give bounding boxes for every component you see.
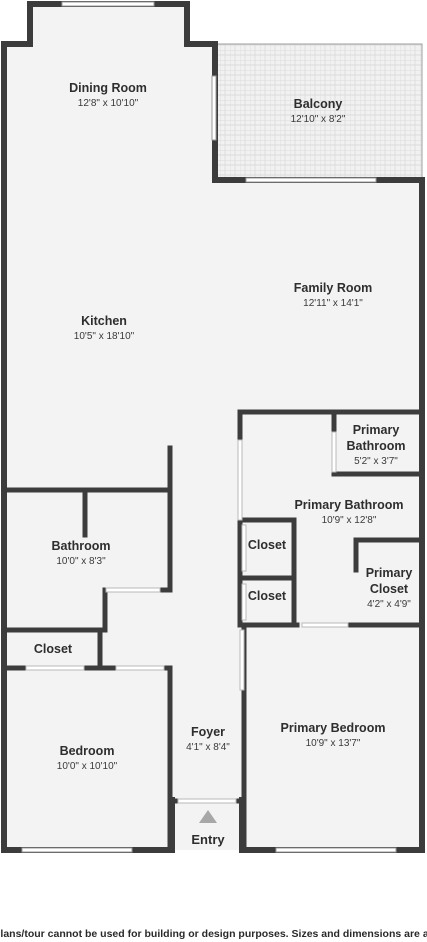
bedroom-dimensions: 10'0" x 10'10" <box>57 761 118 772</box>
foyer-label: Foyer <box>191 725 225 739</box>
entry-label: Entry <box>191 832 225 847</box>
primary-bathroom-dimensions: 10'9" x 12'8" <box>322 515 377 526</box>
kitchen-dimensions: 10'5" x 18'10" <box>74 331 135 342</box>
kitchen-label: Kitchen <box>81 314 127 328</box>
primary-bedroom-label: Primary Bedroom <box>281 721 386 735</box>
closet-left-label: Closet <box>34 642 73 656</box>
primary-bathroom-small-label-line2: Bathroom <box>346 439 405 453</box>
closet-upper-label: Closet <box>248 538 287 552</box>
bathroom-label: Bathroom <box>51 539 110 553</box>
bathroom-dimensions: 10'0" x 8'3" <box>56 556 106 567</box>
balcony-label: Balcony <box>294 97 343 111</box>
windows <box>21 1 397 853</box>
primary-closet-label-line2: Closet <box>370 582 409 596</box>
primary-bathroom-small-dimensions: 5'2" x 3'7" <box>354 456 398 467</box>
balcony-dimensions: 12'10" x 8'2" <box>291 114 346 125</box>
floor-fill <box>4 4 422 850</box>
disclaimer-text: plans/tour cannot be used for building o… <box>0 928 427 940</box>
interior-walls <box>1 409 425 853</box>
dining-room-label: Dining Room <box>69 81 147 95</box>
primary-bathroom-small-label-line1: Primary <box>353 423 400 437</box>
balcony-floor <box>214 43 423 179</box>
disclaimer-text-content: plans/tour cannot be used for building o… <box>0 928 427 940</box>
primary-bedroom-dimensions: 10'9" x 13'7" <box>306 738 361 749</box>
entry-arrow-icon <box>199 810 217 823</box>
primary-bathroom-label: Primary Bathroom <box>294 498 403 512</box>
closet-lower-label: Closet <box>248 589 287 603</box>
foyer-dimensions: 4'1" x 8'4" <box>186 742 230 753</box>
primary-closet-dimensions: 4'2" x 4'9" <box>367 599 411 610</box>
primary-closet-label-line1: Primary <box>366 566 413 580</box>
family-room-label: Family Room <box>294 281 373 295</box>
dining-room-dimensions: 12'8" x 10'10" <box>78 98 139 109</box>
entry-area <box>199 810 217 823</box>
doors <box>25 431 349 804</box>
family-room-dimensions: 12'11" x 14'1" <box>303 298 363 309</box>
bedroom-label: Bedroom <box>60 744 115 758</box>
